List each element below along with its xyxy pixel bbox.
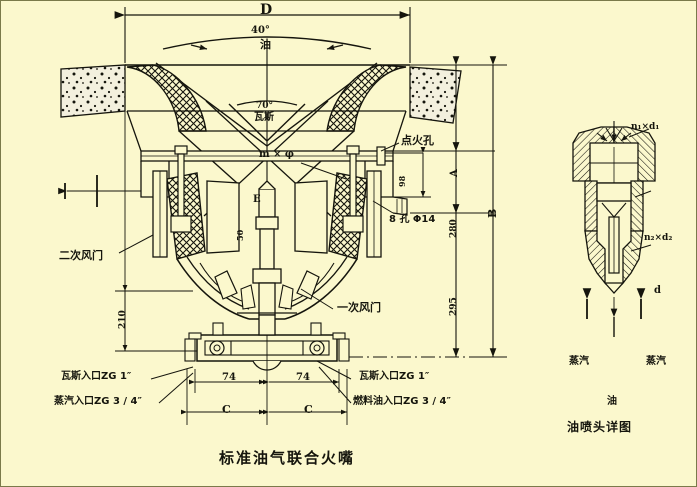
- angle-oil-spray: 40°: [251, 25, 270, 36]
- flow-label-oil: 油: [260, 38, 271, 51]
- callout-gas-ports: m × φ: [259, 149, 294, 160]
- detail-callout-lower-holes: n₂×d₂: [644, 233, 673, 243]
- detail-view-title: 油喷头详图: [567, 420, 633, 434]
- detail-callout-upper-holes: n₁×d₁: [631, 122, 660, 132]
- dim-total-height-B: B: [486, 208, 499, 218]
- dim-half-span-right: C: [304, 403, 313, 416]
- callout-bolt-holes: 8 孔 Φ14: [389, 214, 436, 225]
- dim-upper-height-A: A: [449, 169, 460, 177]
- dim-half-span-left: C: [222, 403, 231, 416]
- dim-overall-width-D: D: [260, 2, 273, 18]
- callout-primary-air-damper: 一次风门: [337, 301, 381, 314]
- dim-ignition-offset: 98: [397, 175, 407, 187]
- angle-gas-spray: 70°: [256, 101, 274, 111]
- flow-label-gas: 瓦斯: [254, 112, 274, 123]
- callout-ignition-hole: 点火孔: [401, 134, 434, 147]
- callout-throat-mark: 50: [235, 229, 245, 241]
- dim-throat-E: E: [253, 194, 261, 205]
- drawing-title: 标准油气联合火嘴: [219, 449, 356, 467]
- detail-flow-label-steam-right: 蒸汽: [646, 356, 666, 367]
- inlet-label-fuel-oil-right: 燃料油入口ZG 3 / 4″: [353, 396, 451, 407]
- inlet-label-gas-left: 瓦斯入口ZG 1″: [61, 371, 132, 382]
- dim-bottom-drop: 210: [118, 310, 128, 329]
- dim-port-spacing-left: 74: [222, 372, 236, 383]
- dim-mid-height: 280: [449, 219, 459, 238]
- detail-flow-label-steam-left: 蒸汽: [569, 356, 589, 367]
- callout-secondary-air-damper: 二次风门: [59, 249, 103, 262]
- inlet-label-steam-left: 蒸汽入口ZG 3 / 4″: [54, 396, 142, 407]
- dim-lower-height: 295: [449, 297, 459, 316]
- dim-port-spacing-right: 74: [296, 372, 310, 383]
- detail-callout-bore: d: [654, 285, 661, 296]
- detail-flow-label-oil: 油: [607, 396, 617, 407]
- inlet-label-gas-right: 瓦斯入口ZG 1″: [359, 371, 430, 382]
